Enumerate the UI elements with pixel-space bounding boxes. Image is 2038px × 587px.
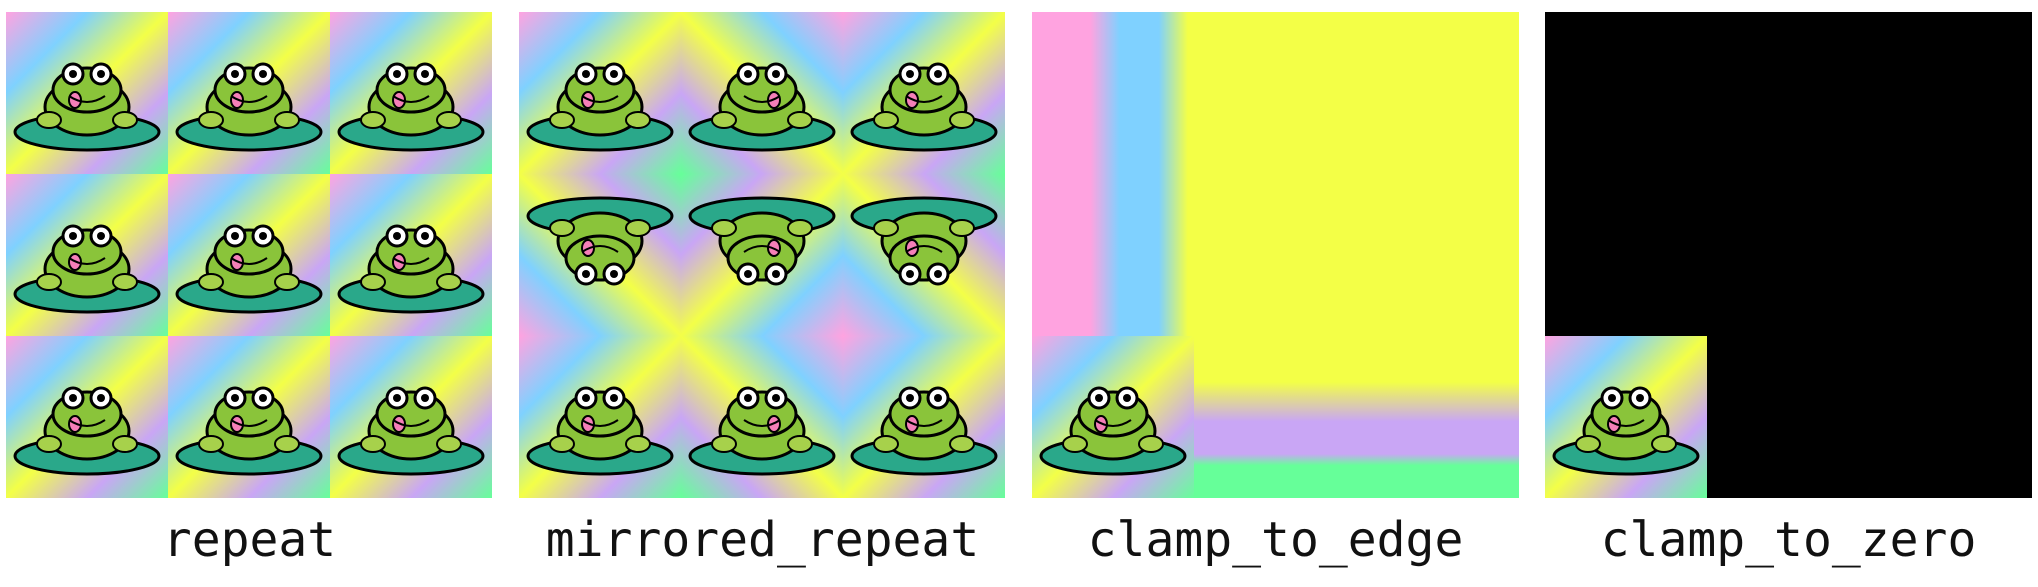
repeat-label: repeat (162, 512, 337, 568)
zero-frog-tile (1545, 336, 1707, 498)
mirrored-tiles (519, 12, 1005, 498)
edge-stretch-bottom (1172, 382, 1519, 498)
edge-frog-tile (1032, 336, 1194, 498)
clamp-to-zero-label: clamp_to_zero (1600, 512, 1977, 568)
clamp-to-edge-texture (1032, 12, 1519, 498)
repeat-panel (6, 12, 493, 498)
clamp-to-edge-label: clamp_to_edge (1087, 512, 1464, 568)
repeat-texture (6, 12, 493, 498)
mirrored-repeat-label: mirrored_repeat (545, 512, 980, 568)
clamp-to-zero-texture (1545, 12, 2032, 498)
mirrored-repeat-panel (519, 12, 1006, 498)
mirrored-repeat-texture (519, 12, 1006, 498)
clamp-to-edge-panel (1032, 12, 1519, 498)
repeat-tiles (6, 12, 492, 498)
clamp-to-zero-panel (1545, 12, 2032, 498)
